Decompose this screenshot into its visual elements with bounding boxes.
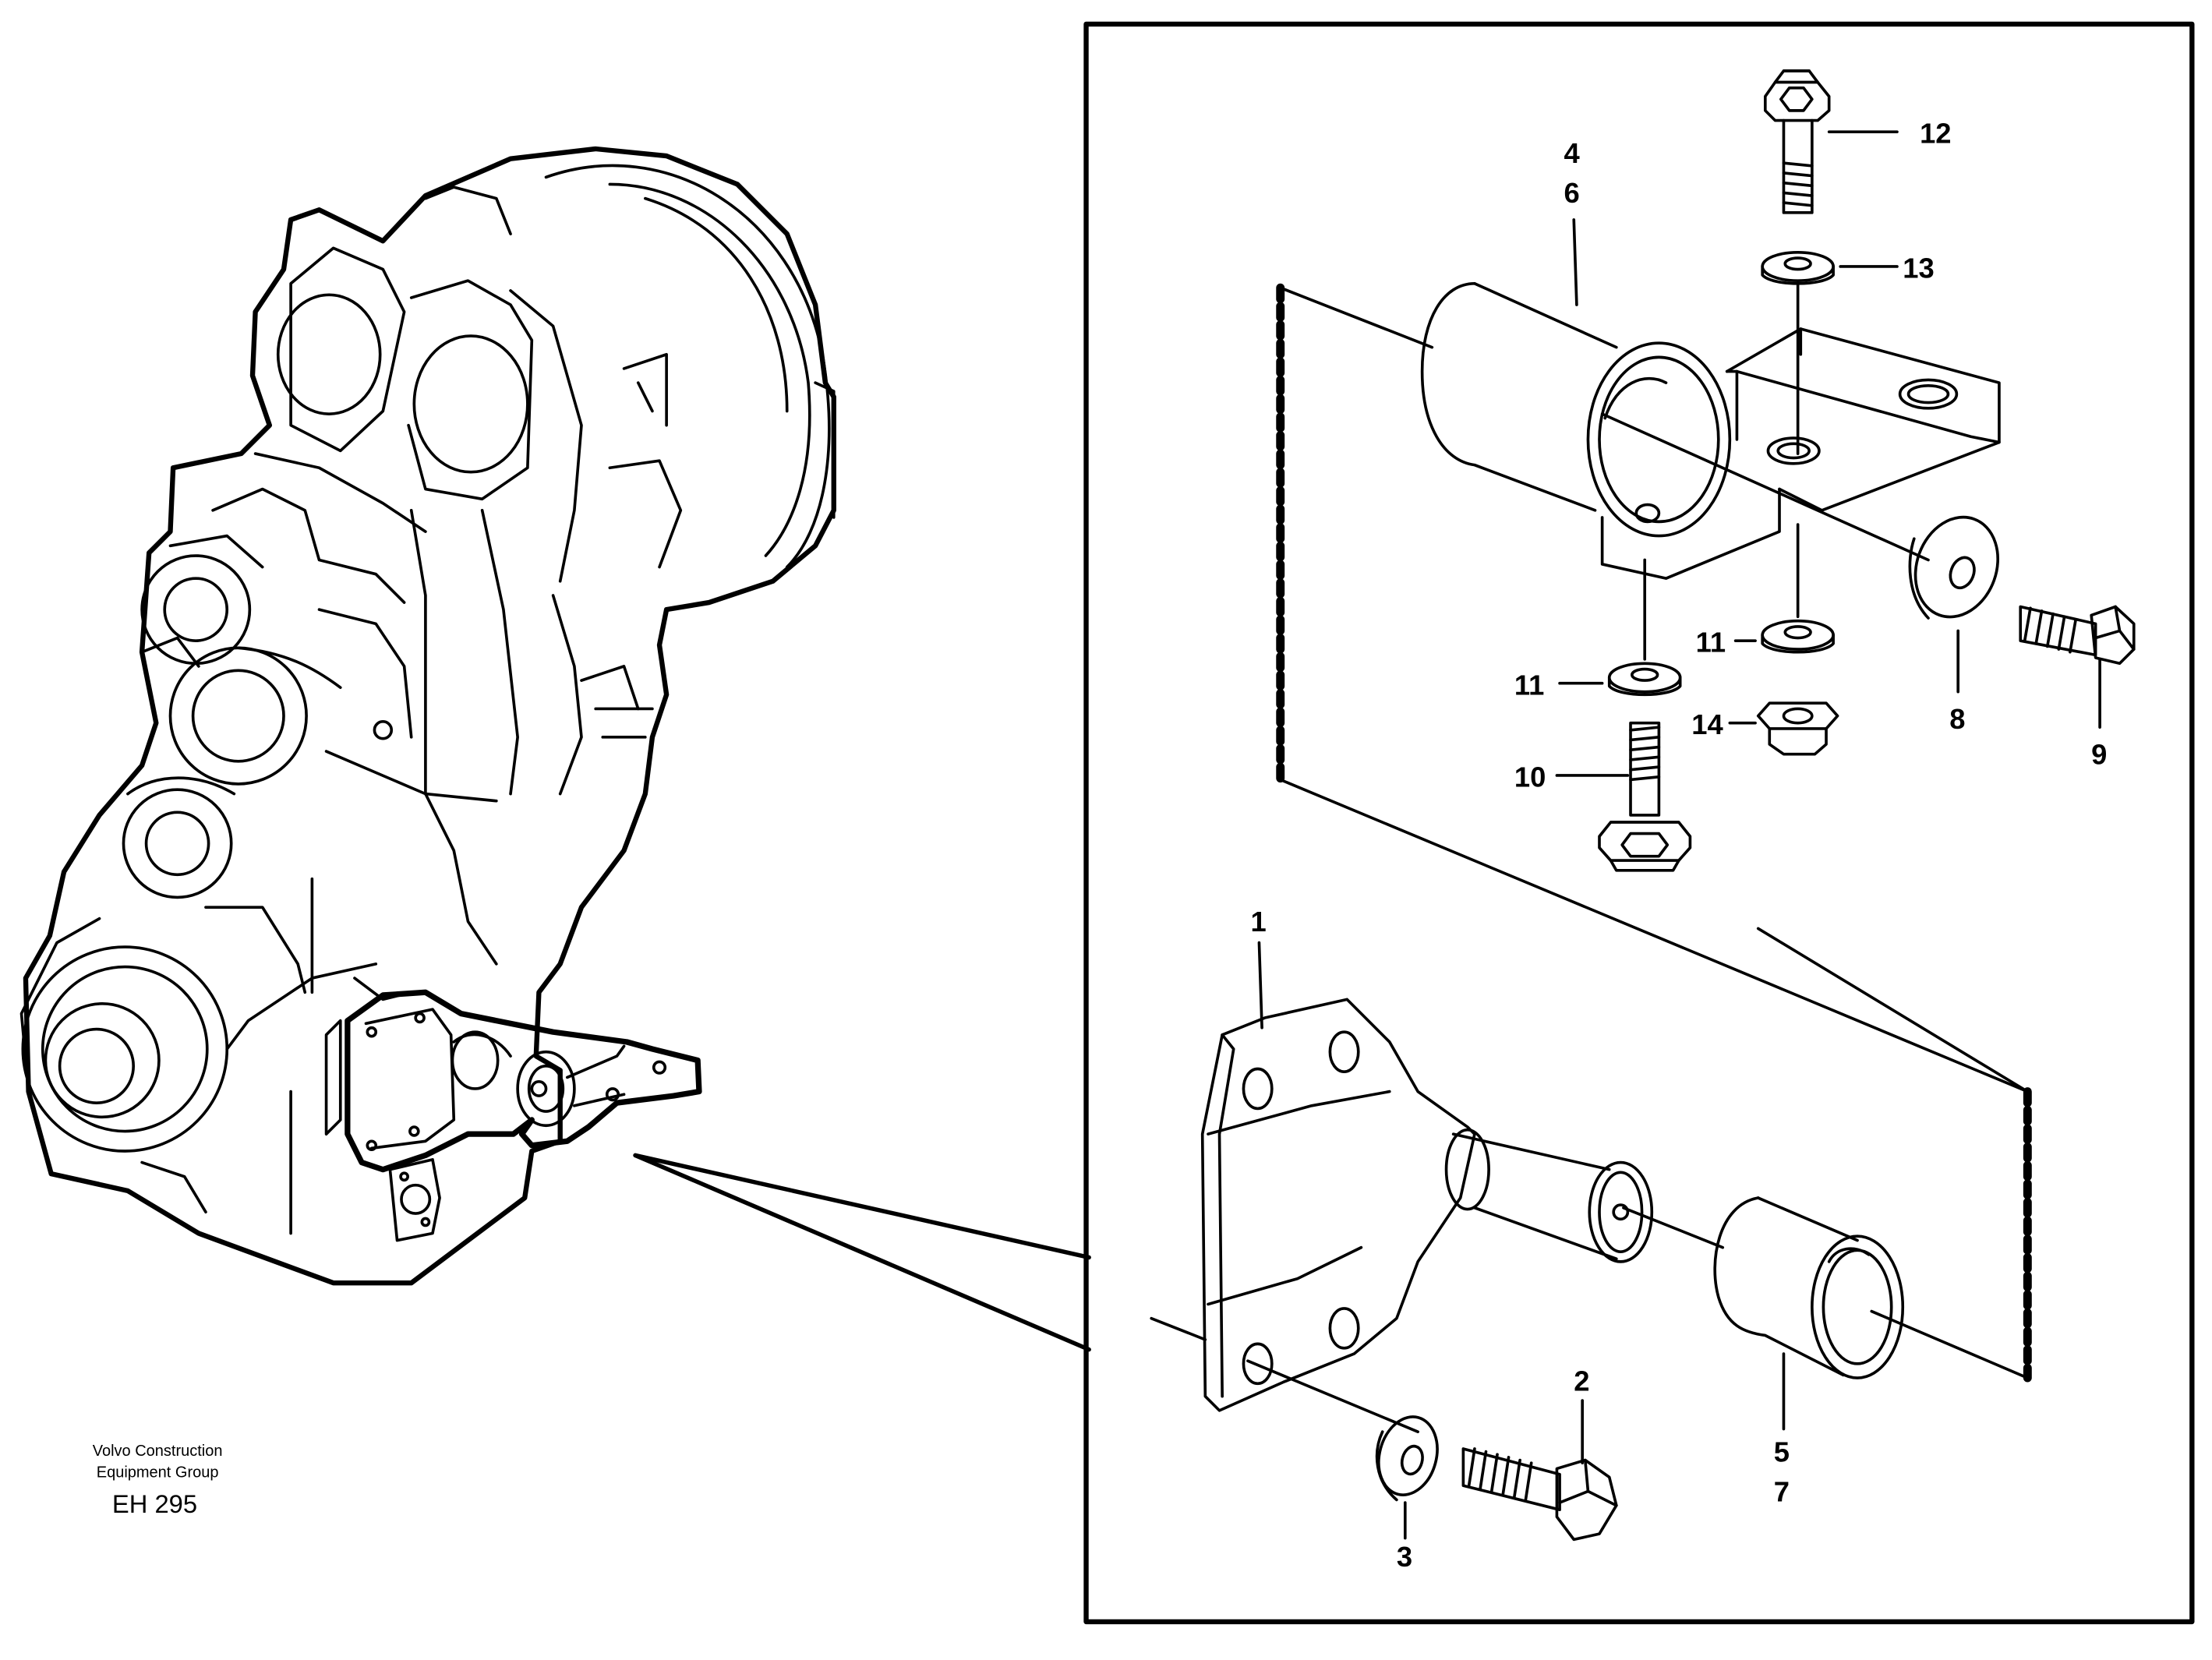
callout-10: 10 [1514,761,1546,793]
part-9-bolt [2019,605,2136,666]
part-11-washer-left [1607,662,1682,697]
callout-3: 3 [1397,1541,1412,1573]
callout-leaders [1257,130,2101,1540]
callout-5: 5 [1774,1436,1790,1468]
callout-6: 6 [1564,177,1580,209]
part-2-bolt [1461,1447,1618,1542]
part-14-nut [1756,701,1839,756]
part-13-washer [1761,250,1835,285]
credit-line-1: Volvo Construction [93,1443,223,1460]
part-10-bolt [1598,721,1692,872]
axis-line-bolt-2 [1150,1316,1419,1433]
callout-12: 12 [1920,118,1951,150]
callout-labels: 12 4 6 13 11 11 14 10 8 9 1 2 3 5 7 [1251,118,2108,1573]
callout-11-right: 11 [1696,627,1726,659]
part-8-washer [1908,515,2000,620]
part-12-bolt [1763,69,1831,214]
credit-line-2: Equipment Group [97,1464,219,1481]
part-1-pin-bracket [1200,998,1654,1412]
callout-8: 8 [1949,703,1965,735]
zoom-leader-top [633,1153,1091,1260]
callout-4: 4 [1564,137,1581,169]
part-5-bushing [1713,1196,1905,1379]
callout-14: 14 [1691,708,1723,740]
callout-13: 13 [1903,253,1934,284]
bushing-bracket [1420,281,2001,580]
axis-line-pin [1622,1206,1725,1249]
zoom-leader-bottom [633,1153,1091,1352]
callout-11-left: 11 [1514,669,1544,701]
drawing-code: EH 295 [112,1489,197,1518]
part-3-washer [1375,1415,1439,1502]
part-11-washer-right [1761,619,1835,654]
axis-line-bushing [1600,412,1930,562]
mounted-bracket [345,989,702,1173]
callout-1: 1 [1251,906,1267,938]
callout-9: 9 [2091,738,2107,770]
mounting-plane-upper [1276,283,2030,1093]
credit-block: Volvo Construction Equipment Group EH 29… [93,1443,223,1518]
mounting-plane-lower [1756,927,2032,1383]
detail-frame [1083,21,2195,1625]
callout-2: 2 [1574,1365,1589,1397]
callout-7: 7 [1774,1475,1790,1507]
transmission-housing [19,146,836,1286]
